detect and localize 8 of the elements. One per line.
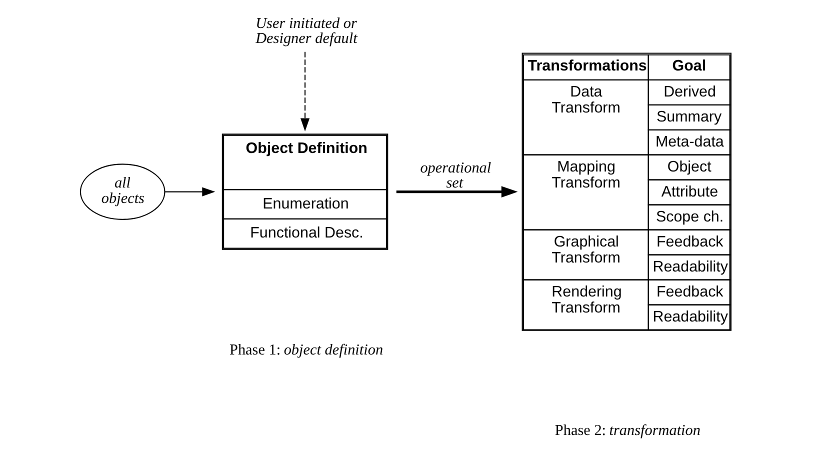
node-text: User initiated or Designer default <box>255 14 357 48</box>
label: Phase 2: transformation <box>554 422 700 439</box>
arrow <box>300 52 310 132</box>
arrow <box>164 187 215 196</box>
node-ellipse: all objects <box>79 164 165 220</box>
label: Phase 1: object definition <box>229 341 383 358</box>
edge-label: operational set <box>420 159 491 192</box>
arrow <box>396 186 518 198</box>
